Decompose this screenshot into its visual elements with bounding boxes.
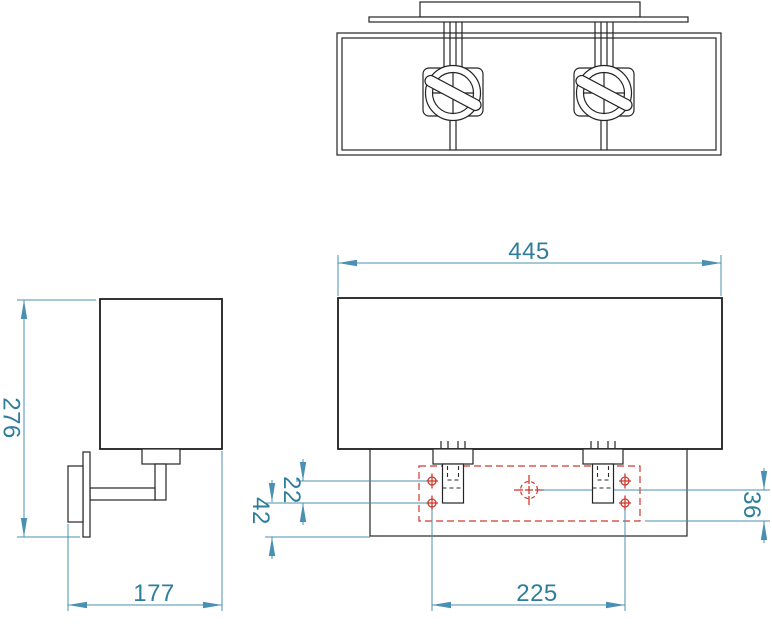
dimensions: 445 276 177 22 42 <box>0 238 770 611</box>
shade-front-outline <box>337 297 723 450</box>
shade-inner-outline <box>341 37 717 151</box>
wall-plate-top-view <box>419 1 641 18</box>
socket-right <box>573 64 635 122</box>
holder-flange <box>582 448 624 465</box>
dimension-label-22: 22 <box>278 476 305 504</box>
holder-hidden-detail <box>446 466 460 481</box>
screw-hole-bottom-left <box>426 495 438 511</box>
dimension-hole-horizontal-spacing: 225 <box>431 509 626 611</box>
socket-left <box>422 64 484 122</box>
holder-body <box>441 463 465 504</box>
mounting-bar-top-view <box>368 16 689 23</box>
lamp-holders-front <box>432 441 624 504</box>
lamp-holder-left <box>432 441 474 504</box>
dimension-center-to-bracket: 36 <box>542 468 770 543</box>
center-mark <box>514 475 544 505</box>
dimension-label-445: 445 <box>508 238 550 265</box>
holder-hidden-detail <box>596 466 610 481</box>
dimension-label-42: 42 <box>247 497 274 525</box>
bracket-outline-dashed <box>418 465 641 522</box>
dimension-label-36: 36 <box>738 491 765 519</box>
front-view <box>337 297 723 537</box>
dimension-hole-vertical-spacing: 22 <box>265 459 427 525</box>
dimension-hole-to-plate-bottom: 42 <box>247 480 370 559</box>
top-view <box>336 1 722 156</box>
holder-flange <box>432 448 474 465</box>
mounting-bracket <box>418 465 641 522</box>
dimension-label-177: 177 <box>133 580 175 607</box>
dimension-label-276: 276 <box>0 397 25 439</box>
shade-outer-outline <box>336 32 722 156</box>
socket-band <box>424 74 482 112</box>
screw-hole-top-left <box>426 473 438 489</box>
dimension-shade-width: 445 <box>337 238 722 296</box>
wall-box-side <box>67 465 84 523</box>
shade-side-outline <box>99 298 223 450</box>
arm-riser-side <box>154 463 167 501</box>
backplate-front <box>369 448 688 537</box>
socket-band <box>575 74 633 112</box>
arm-horizontal-side <box>89 487 156 501</box>
dimension-fixture-depth: 177 <box>67 451 223 611</box>
side-view <box>67 298 223 538</box>
wall-plate-side <box>82 451 91 538</box>
shade-fitting-side <box>141 448 181 465</box>
lamp-holder-right <box>582 441 624 504</box>
holder-body <box>591 463 615 504</box>
dimension-fixture-height: 276 <box>0 299 96 538</box>
screw-hole-top-right <box>619 473 631 489</box>
screw-hole-bottom-right <box>619 495 631 511</box>
dimension-label-225: 225 <box>516 580 558 607</box>
